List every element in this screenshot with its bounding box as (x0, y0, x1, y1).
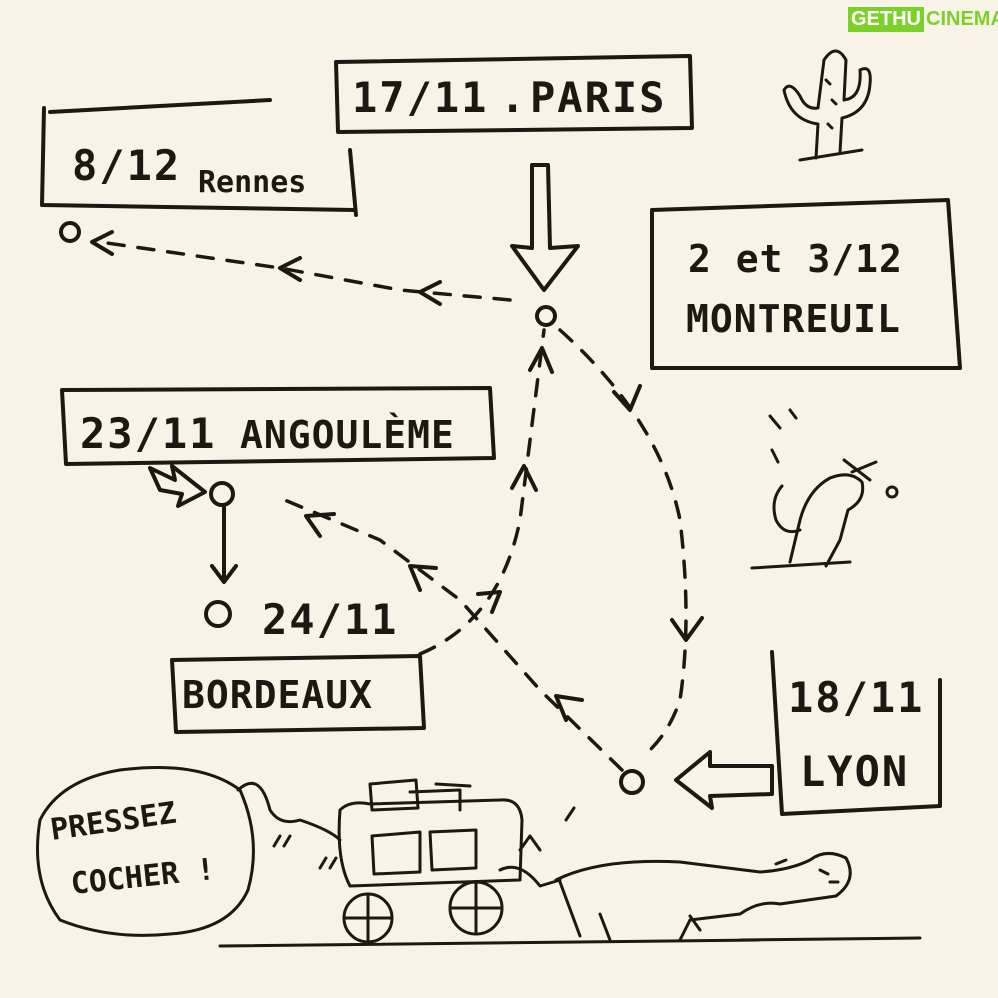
rennes-city: Rennes (198, 165, 306, 200)
bordeaux-date: 24/11 (262, 595, 398, 644)
paris-box: 17/11 . PARIS (334, 54, 694, 134)
paris-city: PARIS (530, 73, 666, 122)
cactus-doodle (782, 49, 872, 162)
bordeaux-box: BORDEAUX (170, 654, 426, 734)
lyon-city: LYON (800, 747, 909, 796)
arrowhead-la-3 (304, 512, 336, 538)
arrowhead-hl-1 (612, 384, 642, 412)
arrowhead-hl-2 (670, 616, 704, 642)
route-hub-to-lyon (558, 328, 688, 752)
arrowhead-la-2 (408, 564, 438, 592)
route-lyon-to-angouleme (278, 496, 624, 772)
paris-date: 17/11 (352, 73, 488, 122)
angouleme-to-bordeaux-arrow (210, 504, 238, 584)
bubble-line2: COCHER ! (69, 852, 216, 902)
arrowhead-la-1 (554, 694, 584, 722)
paris-down-arrow (510, 163, 580, 292)
arrowhead-rennes-3 (90, 230, 114, 256)
montreuil-city: MONTREUIL (686, 297, 901, 341)
lyon-date: 18/11 (788, 673, 924, 722)
bordeaux-node (204, 600, 232, 628)
route-bordeaux-to-hub (418, 328, 546, 656)
lyon-box: 18/11 LYON (770, 650, 942, 816)
arrowhead-rennes-1 (278, 256, 302, 282)
rennes-box: 8/12 Rennes (40, 98, 358, 217)
lyon-node (619, 769, 645, 795)
route-to-rennes (98, 240, 512, 302)
arrowhead-bh-2 (510, 464, 538, 492)
angouleme-node (209, 481, 235, 507)
speech-bubble: PRESSEZ COCHER ! (36, 766, 342, 937)
montreuil-date: 2 et 3/12 (688, 237, 903, 281)
montreuil-box: 2 et 3/12 MONTREUIL (650, 198, 962, 370)
angouleme-box: 23/11 ANGOULÈME (60, 386, 496, 466)
lyon-hollow-arrow (674, 750, 774, 810)
rennes-node (59, 221, 81, 243)
arrowhead-rennes-2 (418, 280, 442, 306)
angouleme-date: 23/11 (80, 409, 216, 458)
rennes-date: 8/12 (72, 141, 181, 190)
svg-text:.: . (500, 73, 527, 122)
stagecoach-doodle (218, 778, 922, 948)
watermark-logo: GETHU CINEMA (848, 6, 998, 32)
angouleme-city: ANGOULÈME (240, 413, 455, 457)
bubble-line1: PRESSEZ (48, 796, 178, 848)
angouleme-zigzag-arrow (148, 464, 207, 508)
hub-node (535, 305, 557, 327)
logo-left: GETHU (848, 6, 924, 32)
bordeaux-city: BORDEAUX (182, 673, 373, 717)
guitar-player-doodle (750, 408, 899, 570)
logo-right: CINEMA (926, 7, 998, 30)
arrowhead-bh-3 (528, 346, 554, 374)
arrowhead-bh-1 (476, 590, 502, 614)
